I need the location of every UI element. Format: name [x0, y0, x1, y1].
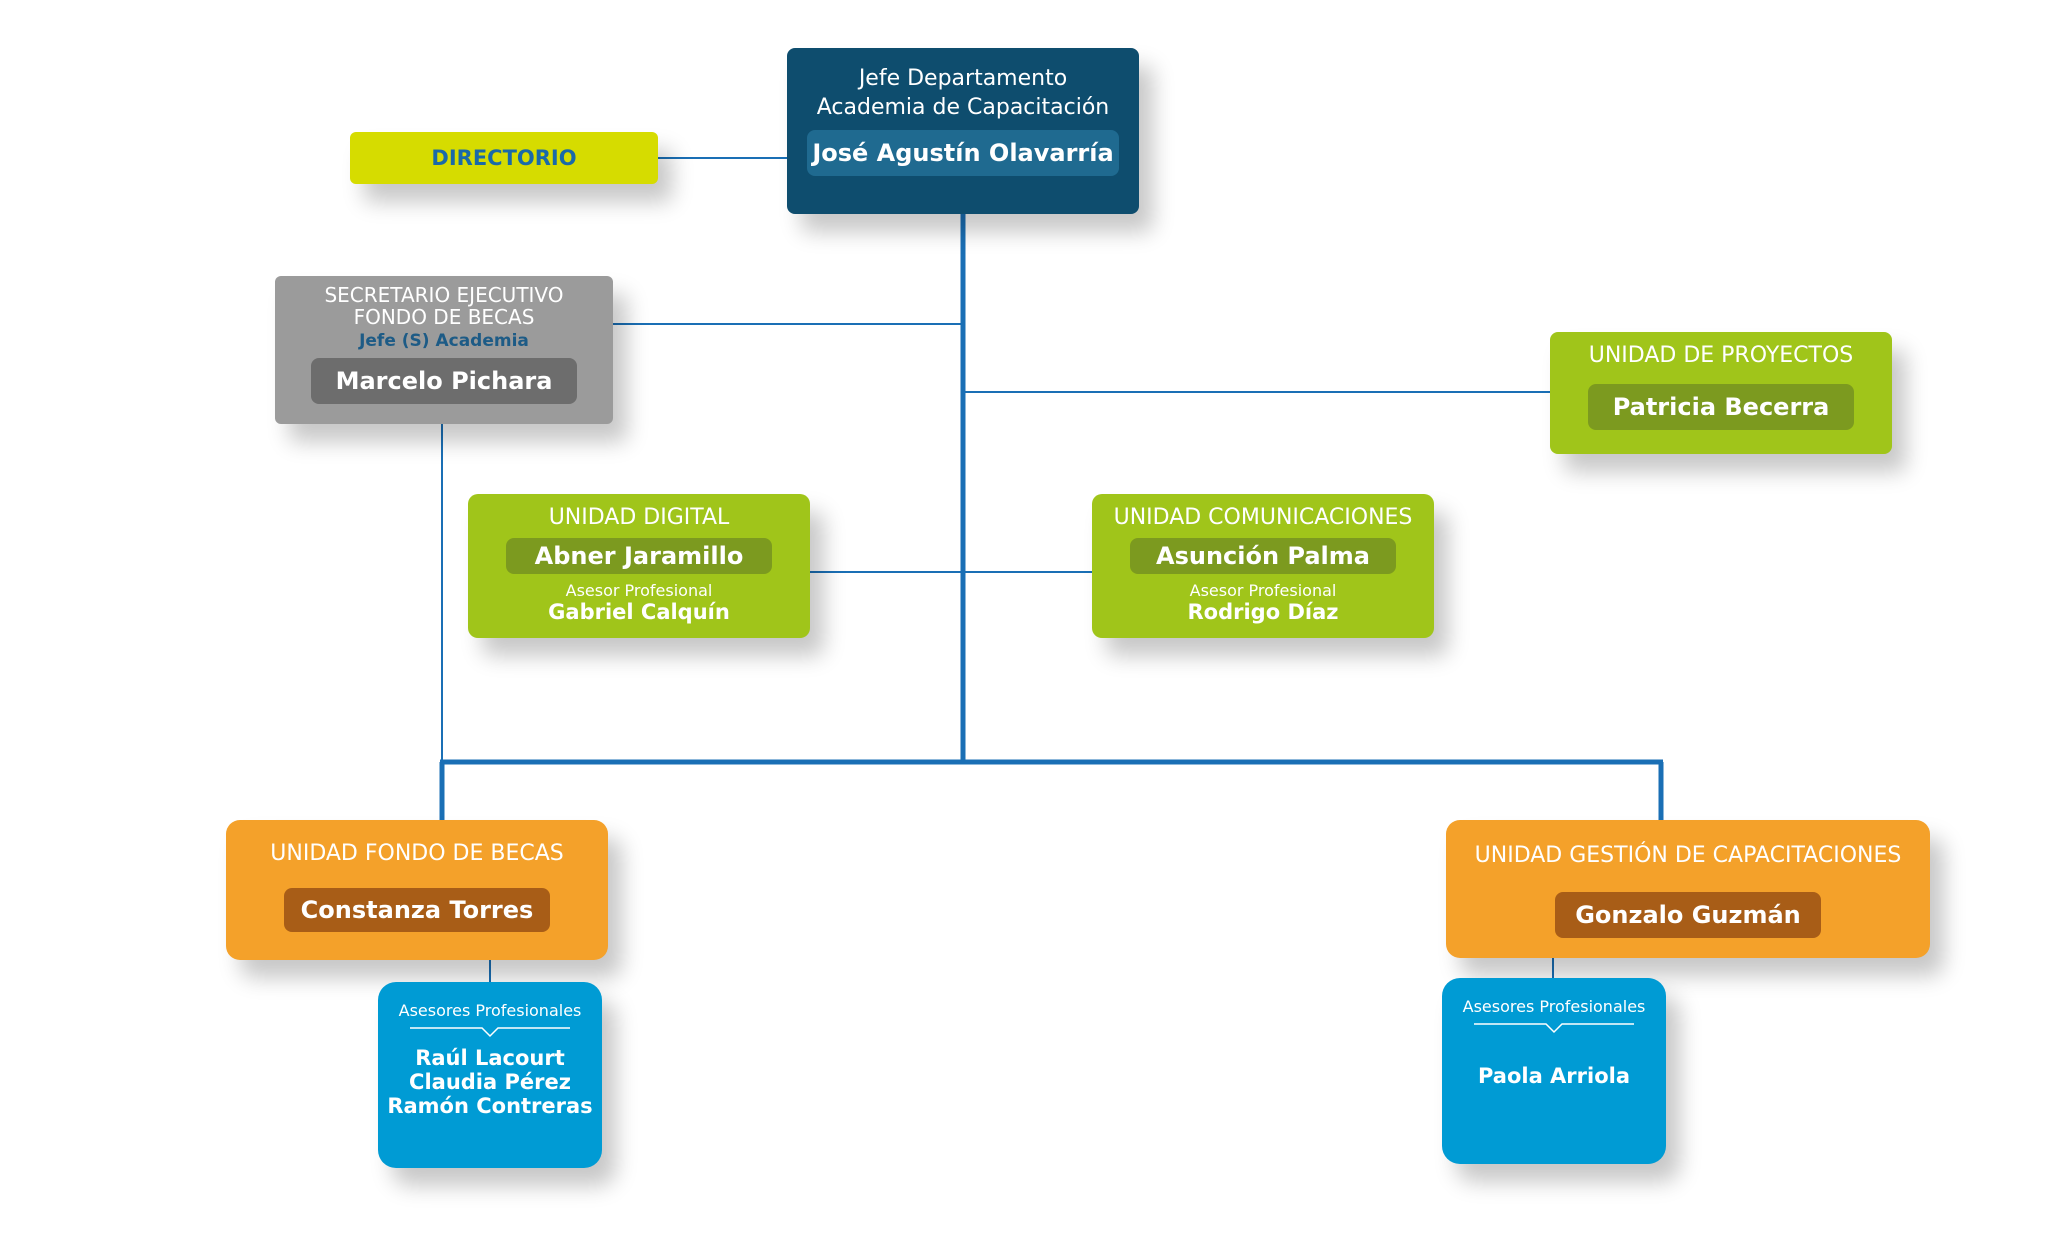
digital-name: Abner Jaramillo — [506, 538, 772, 574]
fondo-becas-box: UNIDAD FONDO DE BECAS Constanza Torres — [226, 820, 608, 960]
gestion-advisors-label: Asesores Profesionales — [1462, 997, 1646, 1016]
fondo-becas-title: UNIDAD FONDO DE BECAS — [270, 841, 564, 866]
director-title-line1: Jefe Departamento — [858, 66, 1068, 91]
secretario-box: SECRETARIO EJECUTIVO FONDO DE BECAS Jefe… — [275, 276, 613, 424]
director-box: Jefe Departamento Academia de Capacitaci… — [787, 48, 1139, 214]
director-name: José Agustín Olavarría — [807, 130, 1119, 176]
proyectos-box: UNIDAD DE PROYECTOS Patricia Becerra — [1550, 332, 1892, 454]
secretario-subtitle: Jefe (S) Academia — [359, 331, 529, 351]
comunicaciones-advisor-name: Rodrigo Díaz — [1187, 600, 1339, 624]
divider-chevron-icon — [1474, 1023, 1634, 1034]
comunicaciones-title: UNIDAD COMUNICACIONES — [1113, 505, 1413, 530]
secretario-title-line2: FONDO DE BECAS — [353, 305, 535, 329]
gestion-advisors-box: Asesores Profesionales Paola Arriola — [1442, 978, 1666, 1164]
comunicaciones-name: Asunción Palma — [1130, 538, 1396, 574]
digital-advisor-name: Gabriel Calquín — [548, 600, 730, 624]
digital-box: UNIDAD DIGITAL Abner Jaramillo Asesor Pr… — [468, 494, 810, 638]
comunicaciones-box: UNIDAD COMUNICACIONES Asunción Palma Ase… — [1092, 494, 1434, 638]
advisor-name: Ramón Contreras — [387, 1094, 593, 1118]
advisor-name: Claudia Pérez — [409, 1070, 571, 1094]
fondo-becas-advisors-box: Asesores Profesionales Raúl Lacourt Clau… — [378, 982, 602, 1168]
gestion-name: Gonzalo Guzmán — [1555, 892, 1821, 938]
fondo-becas-name: Constanza Torres — [284, 888, 550, 932]
proyectos-title: UNIDAD DE PROYECTOS — [1588, 343, 1854, 368]
gestion-title: UNIDAD GESTIÓN DE CAPACITACIONES — [1474, 843, 1902, 868]
secretario-title-line1: SECRETARIO EJECUTIVO — [324, 283, 564, 307]
secretario-name: Marcelo Pichara — [311, 358, 577, 404]
advisor-name: Raúl Lacourt — [415, 1046, 565, 1070]
comunicaciones-advisor-label: Asesor Profesional — [1189, 581, 1337, 600]
digital-title: UNIDAD DIGITAL — [548, 505, 730, 530]
fondo-becas-advisors-label: Asesores Profesionales — [398, 1001, 582, 1020]
proyectos-name: Patricia Becerra — [1588, 384, 1854, 430]
divider-chevron-icon — [410, 1027, 570, 1038]
advisor-name: Paola Arriola — [1477, 1064, 1631, 1088]
digital-advisor-label: Asesor Profesional — [565, 581, 713, 600]
gestion-box: UNIDAD GESTIÓN DE CAPACITACIONES Gonzalo… — [1446, 820, 1930, 958]
directorio-box: DIRECTORIO — [350, 132, 658, 184]
director-title-line2: Academia de Capacitación — [816, 95, 1110, 120]
